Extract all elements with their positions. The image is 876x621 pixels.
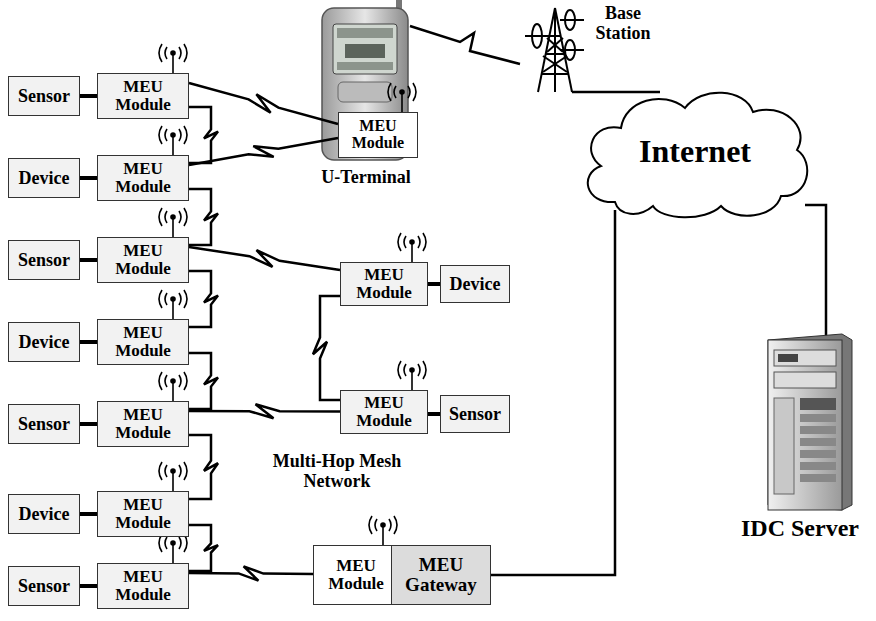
antenna-symbol (159, 534, 187, 563)
module-box: MEU Module (97, 319, 189, 365)
network-label: Multi-Hop Mesh Network (262, 452, 412, 492)
module-box: MEU Module (313, 545, 399, 605)
wired-link (80, 94, 97, 98)
antenna-symbol (159, 44, 187, 73)
antenna-symbol (398, 361, 426, 390)
wireless-link (189, 435, 218, 499)
box-text: MEU Module (98, 78, 188, 114)
box-text: MEU Module (98, 242, 188, 278)
wireless-link (189, 138, 338, 165)
box-text: Device (19, 169, 70, 188)
box-text: Sensor (18, 577, 70, 596)
box-text: MEU Gateway (392, 555, 490, 595)
module-box: MEU Module (340, 262, 428, 306)
antenna-symbol (159, 290, 187, 319)
endpoint-box: Sensor (8, 566, 80, 606)
cloud-text: Internet (639, 135, 751, 169)
endpoint-box: Sensor (8, 240, 80, 280)
box-text: Device (19, 505, 70, 524)
wireless-link (189, 189, 218, 245)
wired-link (80, 512, 97, 516)
box-text: Sensor (18, 251, 70, 270)
endpoint-box: Device (8, 322, 80, 362)
station-label: Base Station (588, 4, 658, 44)
device-label: U-Terminal (306, 168, 426, 188)
box-text: MEU Module (98, 324, 188, 360)
antenna-symbol (159, 372, 187, 401)
cloud-node: Internet (575, 82, 815, 222)
wired-link (80, 340, 97, 344)
wire (805, 205, 826, 338)
endpoint-box: Device (440, 265, 510, 303)
box-text: MEU Module (341, 394, 427, 430)
box-text: MEU Module (341, 266, 427, 302)
module-box: MEU Module (97, 155, 189, 201)
wired-link (80, 176, 97, 180)
module-box: MEU Module (97, 237, 189, 283)
server-illustration (768, 334, 852, 510)
box-text: Sensor (18, 87, 70, 106)
wireless-link (189, 271, 218, 327)
module-box: MEU Module (97, 73, 189, 119)
wired-link (80, 584, 97, 588)
antenna-symbol (159, 208, 187, 237)
tower-illustration (525, 8, 584, 92)
box-text: MEU Module (98, 568, 188, 604)
wired-link (428, 412, 440, 416)
wireless-link (189, 404, 340, 418)
module-box: MEU Module (340, 390, 428, 434)
wired-link (80, 422, 97, 426)
wireless-link (189, 107, 218, 163)
antenna-symbol (369, 516, 397, 545)
box-text: Device (19, 333, 70, 352)
server-label: IDC Server (735, 515, 865, 541)
box-text: MEU Module (98, 496, 188, 532)
wireless-link (189, 247, 340, 270)
wireless-link (313, 296, 340, 400)
wireless-link (189, 566, 313, 580)
wireless-link (189, 83, 338, 124)
gateway-box: MEU Gateway (391, 545, 491, 605)
box-text: Sensor (18, 415, 70, 434)
endpoint-box: Sensor (8, 76, 80, 116)
box-text: MEU Module (98, 406, 188, 442)
antenna-symbol (398, 233, 426, 262)
wireless-link (189, 525, 218, 571)
box-text: Device (450, 275, 501, 294)
endpoint-box: Sensor (8, 404, 80, 444)
antenna-symbol (159, 126, 187, 155)
box-text: Sensor (449, 405, 501, 424)
box-text: MEU Module (339, 118, 417, 152)
wire (572, 91, 660, 94)
wireless-link (189, 353, 218, 409)
wired-link (80, 258, 97, 262)
box-text: MEU Module (314, 557, 398, 593)
module-box: MEU Module (97, 491, 189, 537)
endpoint-box: Sensor (440, 395, 510, 433)
endpoint-box: Device (8, 494, 80, 534)
module-box: MEU Module (97, 401, 189, 447)
endpoint-box: Device (8, 158, 80, 198)
antenna-symbol (388, 83, 416, 112)
antenna-symbol (159, 462, 187, 491)
module-box: MEU Module (97, 563, 189, 609)
wireless-link (410, 26, 520, 64)
box-text: MEU Module (98, 160, 188, 196)
wired-link (428, 282, 440, 286)
module-box: MEU Module (338, 112, 418, 158)
